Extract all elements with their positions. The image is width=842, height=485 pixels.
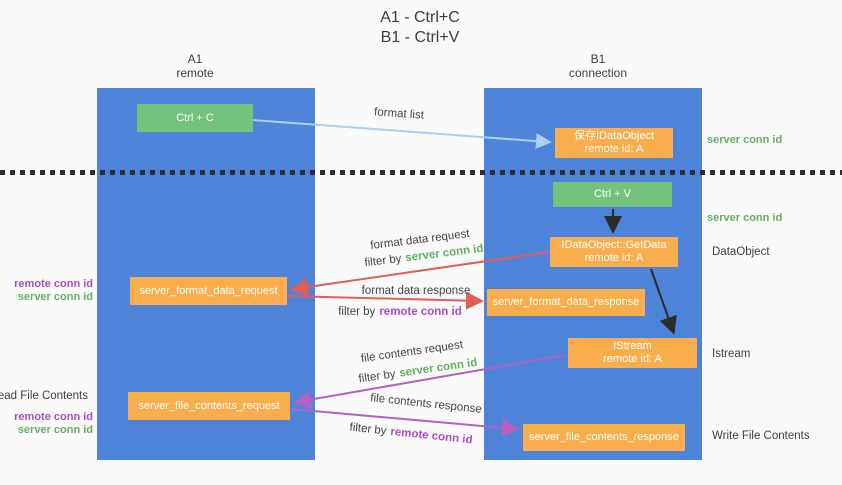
annotation-dataobject: DataObject	[712, 246, 770, 258]
diagram-title: A1 - Ctrl+C B1 - Ctrl+V	[380, 8, 460, 48]
label-format-data-response: format data response	[361, 285, 471, 297]
column-right-id: B1	[590, 52, 606, 66]
node-istream: IStream remote id: A	[568, 338, 697, 368]
node-ctrl-v-label: Ctrl + V	[594, 188, 631, 200]
remote-conn-id-text: remote conn id	[389, 425, 474, 447]
node-server-format-data-response-label: server_format_data_response	[492, 296, 640, 308]
node-istream-line2: remote id: A	[603, 353, 662, 365]
arrow-file-contents-response	[290, 408, 520, 437]
annotation-remote-conn-id-1: remote conn id	[14, 278, 93, 290]
label-file-contents-response: file contents response	[369, 392, 483, 416]
node-save-idataobject-line1: 保存IDataObject	[573, 130, 655, 142]
annotation-server-conn-id-left-1: server conn id	[17, 291, 93, 303]
node-ctrl-v: Ctrl + V	[553, 182, 672, 207]
title-line-1: A1 - Ctrl+C	[380, 9, 460, 26]
annotation-server-conn-id-left-2: server conn id	[17, 424, 93, 436]
node-server-format-data-request-label: server_format_data_request	[139, 284, 278, 297]
annotation-server-conn-id-right-1: server conn id	[707, 134, 783, 146]
node-save-idataobject-line2: remote id: A	[584, 143, 644, 155]
filter-by-text: filter by	[338, 306, 376, 318]
annotation-istream: Istream	[712, 348, 751, 360]
column-left-role: remote	[176, 66, 214, 80]
node-server-file-contents-response-label: server_file_contents_response	[529, 431, 679, 443]
node-server-file-contents-response: server_file_contents_response	[523, 424, 685, 451]
title-line-2: B1 - Ctrl+V	[380, 29, 460, 46]
server-conn-id-text: server conn id	[398, 356, 479, 380]
filter-by-text: filter by	[348, 421, 388, 438]
annotation-read-file-contents: Read File Contents	[0, 390, 88, 402]
label-format-list: format list	[373, 106, 425, 122]
node-ctrl-c: Ctrl + C	[137, 104, 253, 132]
dashed-separator-line	[0, 170, 842, 175]
node-ctrl-c-label: Ctrl + C	[176, 111, 214, 124]
node-server-file-contents-request: server_file_contents_request	[128, 392, 290, 420]
node-istream-line1: IStream	[613, 340, 652, 352]
column-left-id: A1	[187, 52, 203, 66]
node-save-idataobject: 保存IDataObject remote id: A	[555, 128, 673, 158]
column-left-header: A1 remote	[176, 52, 213, 80]
node-idataobject-getdata-line1: IDataObject::GetData	[561, 239, 667, 251]
remote-conn-id-text: remote conn id	[379, 306, 462, 318]
annotation-server-conn-id-right-2: server conn id	[707, 212, 783, 224]
column-right-role: connection	[568, 66, 628, 80]
filter-by-text: filter by	[357, 368, 397, 386]
filter-by-text: filter by	[363, 252, 403, 270]
node-server-file-contents-request-label: server_file_contents_request	[138, 399, 280, 412]
column-right-header: B1 connection	[569, 52, 627, 80]
annotation-write-file-contents: Write File Contents	[712, 430, 810, 442]
annotation-remote-conn-id-2: remote conn id	[14, 411, 93, 423]
node-idataobject-getdata-line2: remote id: A	[584, 252, 644, 264]
node-server-format-data-request: server_format_data_request	[130, 277, 287, 305]
node-server-format-data-response: server_format_data_response	[487, 289, 645, 316]
node-idataobject-getdata: IDataObject::GetData remote id: A	[550, 237, 678, 267]
